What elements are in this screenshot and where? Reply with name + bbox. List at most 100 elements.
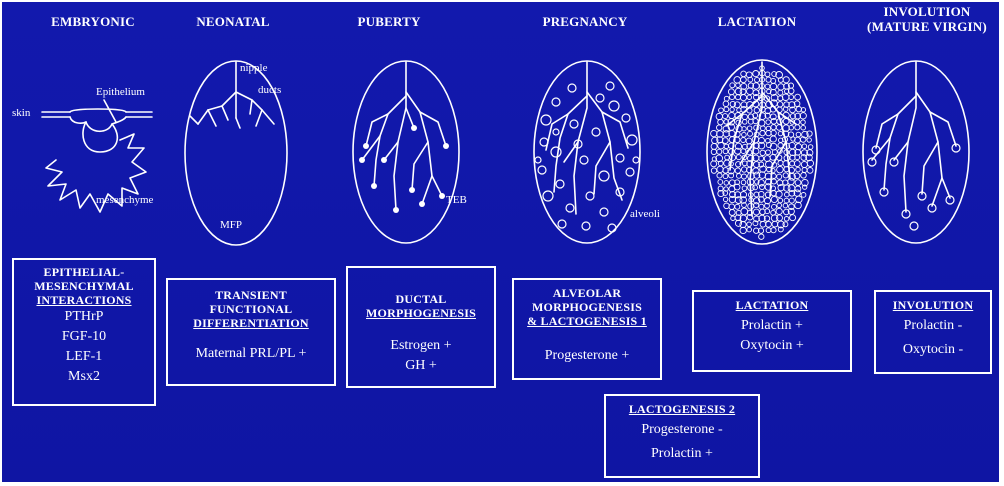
lactation-alveolus: [771, 196, 777, 202]
lactation-alveolus: [770, 155, 776, 161]
lactation-alveolus: [796, 167, 801, 172]
lactation-alveolus: [747, 108, 752, 113]
lactation-alveolus: [741, 180, 746, 185]
lactation-alveolus: [778, 90, 783, 95]
lactation-alveolus: [753, 168, 759, 174]
lactation-alveolus: [742, 132, 747, 137]
lactation-alveolus: [784, 217, 789, 222]
lactation-alveolus: [742, 114, 747, 119]
lactation-alveolus: [776, 191, 782, 197]
lactation-alveolus: [796, 196, 803, 203]
lactation-alveolus: [766, 150, 771, 155]
lactation-alveolus: [795, 94, 801, 100]
lactation-alveolus: [796, 132, 801, 137]
lactation-alveolus: [741, 208, 748, 215]
lactation-alveolus: [719, 108, 724, 113]
lactation-alveolus: [771, 130, 776, 135]
lactation-alveolus: [731, 216, 735, 220]
lactation-alveolus: [772, 204, 777, 209]
lactation-alveolus: [807, 138, 811, 142]
factor-oxytocin-minus: Oxytocin -: [876, 340, 990, 360]
lactation-alveolus: [759, 204, 764, 209]
lactation-alveolus: [766, 126, 770, 130]
lactation-alveolus: [734, 77, 741, 84]
lactation-alveolus: [783, 180, 788, 185]
lactation-alveolus: [711, 161, 717, 167]
lactation-alveolus: [770, 83, 776, 89]
lactation-alveolus: [746, 72, 752, 78]
lactation-alveolus: [740, 227, 746, 233]
factor-prolactin-plus-2: Prolactin +: [606, 444, 758, 464]
lactation-alveolus: [778, 131, 782, 135]
lactation-alveolus: [753, 71, 759, 77]
lactation-alveolus: [778, 143, 783, 148]
lactation-alveolus: [742, 127, 746, 131]
lactation-alveolus: [795, 202, 802, 209]
lactation-alveolus: [723, 114, 728, 119]
lactation-alveolus: [766, 221, 772, 227]
lactation-alveolus: [790, 161, 795, 166]
lactation-alveolus: [784, 198, 789, 203]
lactation-alveolus: [770, 136, 776, 142]
lactation-alveolus: [765, 72, 770, 77]
lactation-alveolus: [778, 160, 783, 165]
lactation-alveolus: [747, 222, 752, 227]
pregnancy-gland-drawing: [534, 61, 640, 243]
lactation-alveolus: [728, 89, 734, 95]
box-puberty-head-underlined: MORPHOGENESIS: [348, 306, 494, 320]
puberty-gland-drawing: [353, 61, 459, 243]
lactation-alveolus: [760, 131, 765, 136]
lactation-alveolus: [771, 125, 776, 130]
lactation-alveolus: [741, 77, 747, 83]
lactation-alveolus: [724, 181, 729, 186]
lactation-alveolus: [795, 125, 800, 130]
lactation-alveolus: [718, 119, 724, 125]
factor-estrogen: Estrogen +: [348, 336, 494, 356]
lactation-alveolus: [724, 96, 729, 101]
box-alveolar-morphogenesis: ALVEOLAR MORPHOGENESIS & LACTOGENESIS 1 …: [512, 278, 662, 380]
factor-maternal-prl: Maternal PRL/PL +: [168, 344, 334, 364]
lactation-alveolus: [742, 120, 747, 125]
lactation-alveolus: [741, 71, 747, 77]
factor-msx2: Msx2: [14, 367, 154, 387]
box-transient-functional-differentiation: TRANSIENT FUNCTIONAL DIFFERENTIATION Mat…: [166, 278, 336, 386]
box-embryonic-head-line1: EPITHELIAL-: [14, 265, 154, 279]
box-pregnancy-head-line1: ALVEOLAR: [514, 286, 660, 300]
lactation-alveolus: [785, 192, 790, 197]
lactation-alveolus: [772, 221, 778, 227]
lactation-alveolus: [783, 77, 789, 83]
box-lactation: LACTATION Prolactin + Oxytocin +: [692, 290, 852, 372]
lactation-alveolus: [778, 84, 784, 90]
lactation-alveolus: [747, 227, 752, 232]
lactation-alveolus: [754, 203, 759, 208]
box-pregnancy-head-line2: MORPHOGENESIS: [514, 300, 660, 314]
lactation-alveolus: [724, 107, 729, 112]
factor-lef1: LEF-1: [14, 347, 154, 367]
factor-prolactin-minus: Prolactin -: [876, 316, 990, 336]
lactation-alveolus: [729, 112, 735, 118]
lactation-alveolus: [807, 160, 813, 166]
lactation-alveolus: [730, 107, 734, 111]
box-neonatal-head-line2: FUNCTIONAL: [168, 302, 334, 316]
lactation-alveolus: [755, 77, 760, 82]
lactation-alveolus: [760, 150, 765, 155]
lactation-alveolus: [717, 149, 722, 154]
lactation-alveolus: [801, 193, 806, 198]
box-involution: INVOLUTION Prolactin - Oxytocin -: [874, 290, 992, 374]
lactation-alveolus: [783, 125, 790, 132]
factor-progesterone-minus: Progesterone -: [606, 420, 758, 440]
factor-fgf10: FGF-10: [14, 327, 154, 347]
lactation-alveolus: [729, 204, 735, 210]
box-lactation-head-underlined: LACTATION: [694, 298, 850, 312]
lactation-alveolus: [717, 166, 723, 172]
label-mesenchyme: mesenchyme: [96, 194, 153, 206]
lactation-alveolus: [771, 228, 776, 233]
lactation-alveolus: [742, 186, 747, 191]
label-alveoli: alveoli: [630, 208, 660, 220]
lactation-alveolus: [717, 173, 722, 178]
lactation-alveolus: [795, 144, 801, 150]
label-nipple: nipple: [240, 62, 268, 74]
lactation-alveolus: [777, 174, 782, 179]
lactation-alveolus: [808, 145, 813, 150]
lactation-alveolus: [724, 144, 728, 148]
